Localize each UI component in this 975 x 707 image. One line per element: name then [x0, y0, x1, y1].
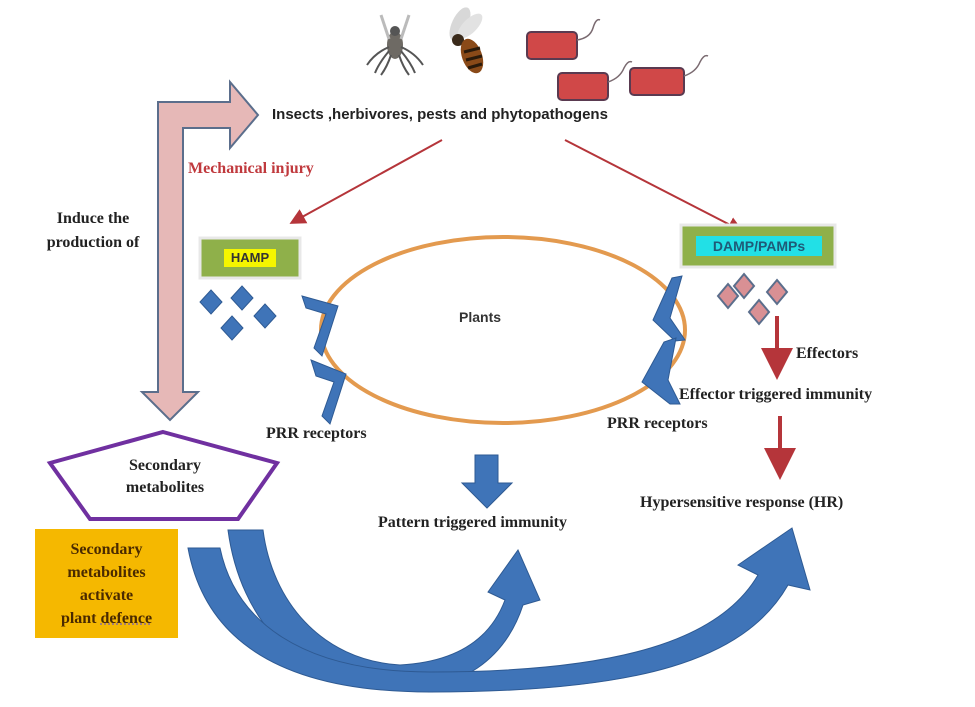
- secondary-metabolites-label: Secondary metabolites: [90, 455, 240, 499]
- bacterium-icon: [629, 54, 709, 96]
- plants-label: Plants: [459, 309, 502, 325]
- damp-label: DAMP/PAMPs: [712, 238, 806, 254]
- effectors-label: Effectors: [796, 345, 859, 362]
- activate-line4: plant defence: [35, 607, 178, 630]
- bee-icon: [449, 7, 484, 74]
- activate-defence-label: Secondary metabolites activate plant def…: [35, 538, 178, 630]
- curved-arrow-to-pti: [227, 529, 541, 691]
- activate-line4-a: plant: [60, 610, 101, 627]
- induce-label-line1: Induce the: [56, 210, 130, 227]
- activate-line4-b: defence: [100, 610, 153, 627]
- hr-label: Hypersensitive response (HR): [640, 494, 844, 511]
- mechanical-injury-arrow: [289, 139, 443, 224]
- prr-receptors-left: [301, 295, 347, 425]
- eti-label: Effector triggered immunity: [679, 386, 873, 403]
- hamp-label: HAMP: [230, 250, 270, 265]
- hamp-molecules: [199, 285, 277, 341]
- secondary-metabolites-line1: Secondary: [129, 457, 201, 474]
- organisms-label: Insects ,herbivores, pests and phytopath…: [272, 106, 608, 123]
- mechanical-injury-label: Mechanical injury: [188, 160, 314, 177]
- activate-line1: Secondary: [70, 541, 143, 558]
- induce-arrow: [139, 79, 260, 422]
- prr-left-label: PRR receptors: [266, 425, 367, 442]
- prr-receptors-right: [641, 275, 686, 405]
- bacterium-icon: [526, 18, 601, 60]
- activate-line3: activate: [79, 587, 134, 604]
- pti-down-arrow: [460, 454, 514, 509]
- pathogen-arrow: [564, 139, 744, 232]
- secondary-metabolites-pentagon: [46, 429, 281, 521]
- plant-cell-ellipse: [319, 235, 687, 425]
- induce-label-line2: production of: [46, 234, 140, 251]
- bacterium-icon: [557, 60, 633, 101]
- induce-label: Induce the production of: [28, 207, 158, 255]
- curved-arrow-to-hr: [187, 527, 811, 693]
- activate-line2: metabolites: [67, 564, 146, 581]
- damp-molecules: [716, 272, 789, 326]
- secondary-metabolites-line2: metabolites: [125, 479, 205, 496]
- pti-label: Pattern triggered immunity: [378, 514, 567, 531]
- activate-defence-box: [35, 529, 178, 638]
- fly-icon: [366, 14, 424, 76]
- prr-right-label: PRR receptors: [607, 415, 708, 432]
- hamp-box: [198, 236, 302, 280]
